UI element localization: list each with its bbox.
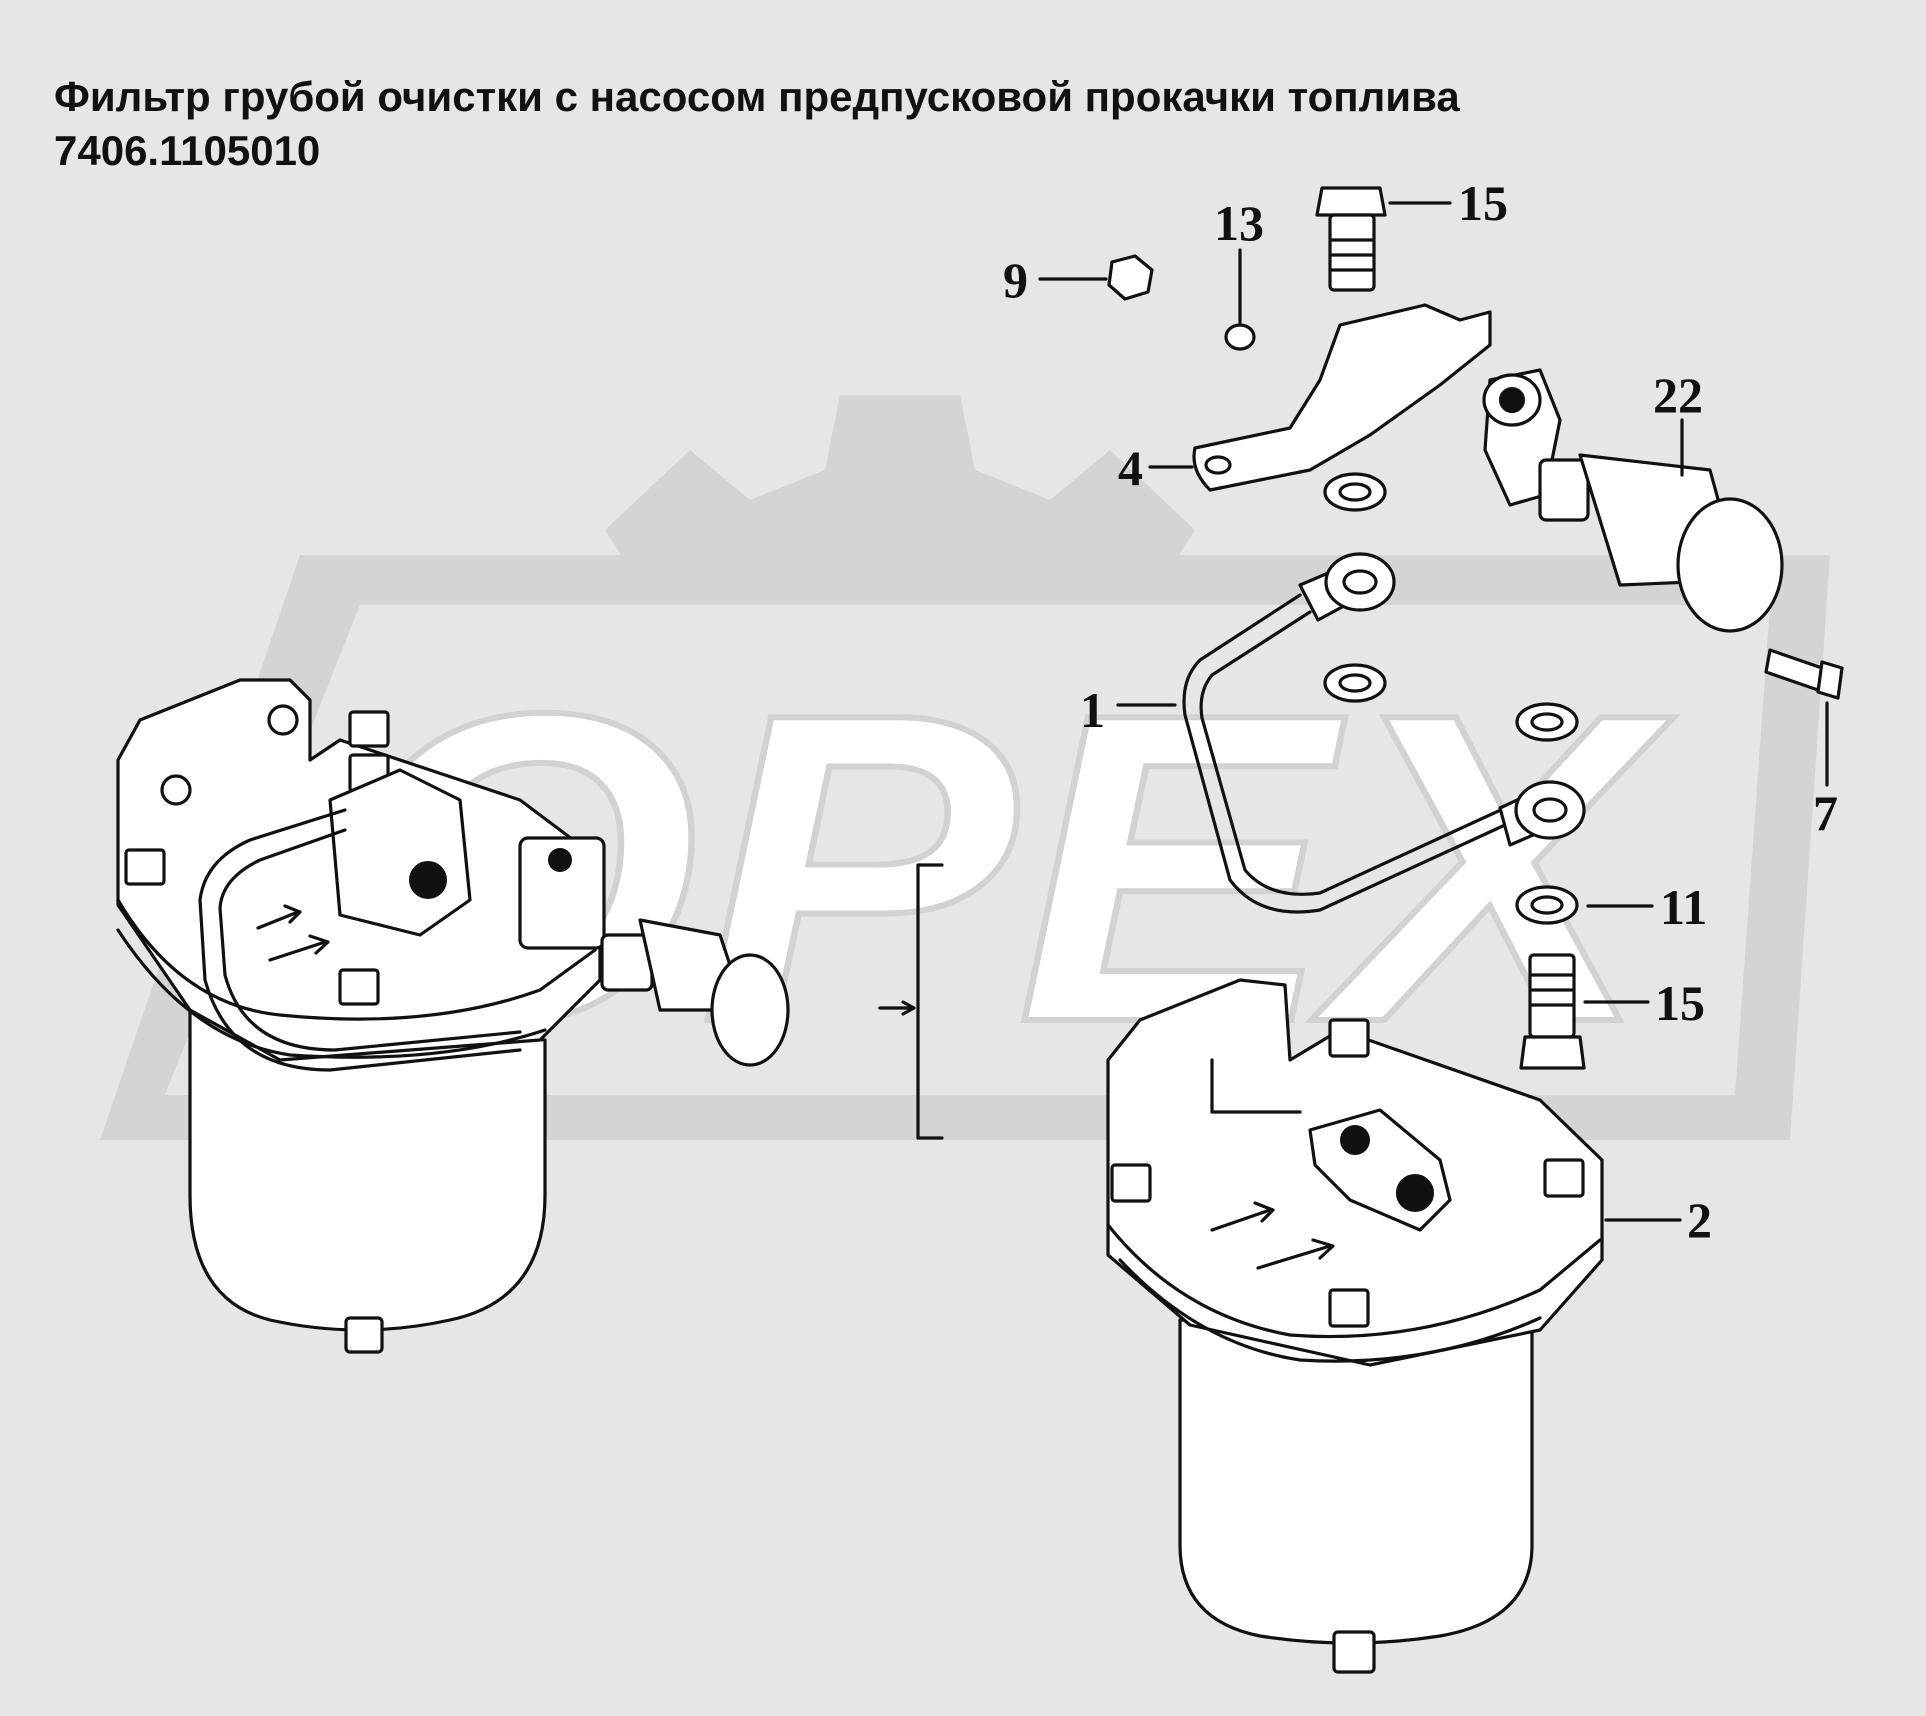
left-mount-hole-1 — [160, 774, 192, 806]
part-2-filter — [1106, 978, 1604, 1674]
left-mount-hole-2 — [267, 704, 299, 736]
watermark-text: OPEX — [330, 623, 1675, 1114]
part-9-nut — [1107, 254, 1154, 301]
callout-label-9: 9 — [1003, 252, 1028, 308]
callout-1: 1 — [1080, 682, 1177, 738]
callout-label-2: 2 — [1687, 1192, 1712, 1248]
part-2-flow-arrow-in — [1210, 1201, 1275, 1232]
left-fuel-pipe — [198, 808, 522, 1072]
part-7-screw — [1764, 648, 1844, 700]
part-1-fuel-pipe — [1182, 552, 1586, 914]
assembly-bracket — [916, 863, 944, 1140]
part-2-bolts — [1110, 1018, 1585, 1328]
callout-label-15-top: 15 — [1458, 175, 1508, 231]
callout-label-13: 13 — [1214, 195, 1264, 251]
callout-13: 13 — [1214, 195, 1264, 324]
assembled-filter-left — [116, 678, 790, 1354]
callout-label-7: 7 — [1813, 785, 1838, 841]
title-line-name: Фильтр грубой очистки с насосом предпуск… — [54, 73, 1460, 120]
left-centre-body — [328, 768, 472, 937]
left-priming-pump — [518, 836, 790, 1067]
part-2-filter-bowl — [1178, 1318, 1534, 1645]
callout-label-11: 11 — [1660, 879, 1707, 935]
callout-11: 11 — [1586, 879, 1707, 935]
part-13-washer — [1224, 323, 1256, 351]
callout-15-bottom: 15 — [1583, 975, 1705, 1031]
left-flow-arrow-in — [256, 904, 302, 930]
left-fuel-pipe-inner — [218, 828, 522, 1052]
part-4-hole — [1204, 455, 1232, 475]
part-2-port-1 — [1340, 1125, 1370, 1155]
left-housing-rim — [116, 898, 597, 1021]
part-2-port-2 — [1396, 1174, 1434, 1212]
left-housing-rim-2 — [116, 928, 547, 1059]
callout-label-22: 22 — [1653, 367, 1703, 423]
part-2-rim — [1106, 1223, 1602, 1339]
assembly-arrow — [878, 1000, 916, 1016]
left-flow-arrow-out — [268, 934, 330, 962]
callout-7: 7 — [1813, 701, 1838, 841]
callout-22: 22 — [1653, 367, 1703, 477]
part-2-drain-plug — [1332, 1630, 1376, 1674]
part-15-hollow-bolt-bottom — [1519, 953, 1586, 1070]
callout-label-15-bottom: 15 — [1655, 975, 1705, 1031]
part-4-bracket — [1192, 303, 1492, 492]
part-15-hollow-bolt-top — [1315, 186, 1387, 292]
part-2-flow-arrow-out — [1256, 1238, 1335, 1270]
title-line-part-number: 7406.1105010 — [54, 127, 321, 174]
callout-4: 4 — [1118, 440, 1194, 496]
part-2-rim-2 — [1118, 1258, 1542, 1363]
callout-15-top: 15 — [1388, 175, 1508, 231]
callout-label-1: 1 — [1080, 682, 1105, 738]
left-drain-plug — [344, 1316, 384, 1354]
callout-label-4: 4 — [1118, 440, 1143, 496]
callout-2: 2 — [1604, 1192, 1712, 1248]
left-outlet-port — [409, 861, 447, 899]
sealing-washers — [1323, 472, 1579, 925]
part-22-priming-pump — [1482, 368, 1784, 633]
part-2-bracket-slot — [1210, 1058, 1302, 1114]
opex-watermark: OPEX — [100, 395, 1830, 1140]
callout-9: 9 — [1003, 252, 1108, 308]
diagram-title: Фильтр грубой очистки с насосом предпуск… — [54, 70, 1460, 178]
